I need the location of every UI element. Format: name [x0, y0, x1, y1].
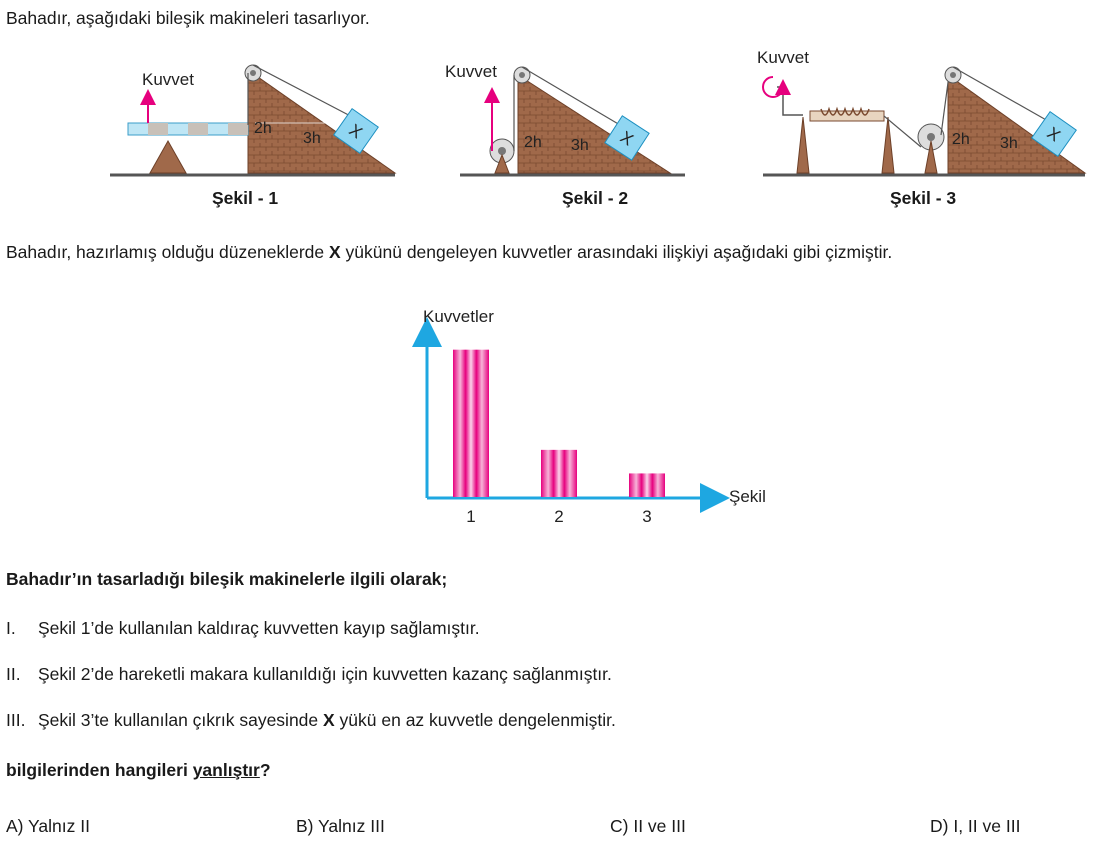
- figure-2-force-label: Kuvvet: [445, 62, 497, 81]
- question-head: Bahadır’ın tasarladığı bileşik makineler…: [6, 569, 448, 589]
- question-tail-pre: bilgilerinden hangileri: [6, 760, 193, 780]
- option-b[interactable]: B) Yalnız III: [296, 816, 385, 837]
- option-d-text: I, II ve III: [953, 816, 1021, 836]
- option-c-label: C): [610, 816, 629, 836]
- figure-2-h2-label: 3h: [571, 137, 589, 154]
- statement-1-text: Şekil 1’de kullanılan kaldıraç kuvvetten…: [38, 618, 480, 638]
- question-tail-post: ?: [259, 760, 271, 780]
- figure-1-lever-incline: Kuvvet X 2h 3h: [110, 64, 397, 177]
- chart-tick-label-3: 3: [642, 507, 651, 526]
- figure-1-h2-label: 3h: [303, 130, 321, 147]
- question-tail-underlined: yanlıştır: [192, 760, 260, 780]
- option-a-label: A): [6, 816, 24, 836]
- relation-text: Bahadır, hazırlamış olduğu düzeneklerde …: [6, 242, 892, 263]
- chart-bar-1: [453, 349, 489, 497]
- figure-3-h1-label: 2h: [952, 131, 970, 148]
- option-d[interactable]: D) I, II ve III: [930, 816, 1020, 837]
- statement-1-num: I.: [6, 618, 16, 638]
- chart-tick-label-2: 2: [554, 507, 563, 526]
- figure-2-caption: Şekil - 2: [562, 188, 629, 208]
- option-d-label: D): [930, 816, 949, 836]
- figure-1-force-label: Kuvvet: [142, 70, 194, 89]
- statement-2-num: II.: [6, 664, 21, 684]
- question-tail: bilgilerinden hangileri yanlıştır?: [6, 760, 271, 781]
- statement-3-pre: Şekil 3’te kullanılan çıkrık sayesinde: [38, 710, 323, 730]
- option-a[interactable]: A) Yalnız II: [6, 816, 90, 837]
- statement-3-num: III.: [6, 710, 26, 730]
- chart-bar-3: [629, 473, 665, 497]
- figure-2-pulley-incline: Kuvvet X 2h 3h: [445, 62, 685, 177]
- statement-2-text: Şekil 2’de hareketli makara kullanıldığı…: [38, 664, 612, 684]
- figure-1-caption: Şekil - 1: [212, 188, 279, 208]
- statement-1: I. Şekil 1’de kullanılan kaldıraç kuvvett…: [6, 618, 480, 639]
- option-c-text: II ve III: [633, 816, 686, 836]
- figure-3-winch-incline: Kuvvet X 2h 3h: [757, 48, 1087, 177]
- figure-2-h1-label: 2h: [524, 134, 542, 151]
- option-a-text: Yalnız II: [28, 816, 90, 836]
- figure-1-h1-label: 2h: [254, 120, 272, 137]
- statement-3-post: yükü en az kuvvetle dengelenmiştir.: [334, 710, 616, 730]
- figure-3-h2-label: 3h: [1000, 135, 1018, 152]
- relation-text-load: X: [328, 242, 341, 262]
- chart-bar-2: [541, 449, 577, 497]
- chart-tick-label-1: 1: [466, 507, 475, 526]
- statement-2: II. Şekil 2’de hareketli makara kullanıld…: [6, 664, 612, 685]
- relation-text-post: yükünü dengeleyen kuvvetler arasındaki i…: [340, 242, 893, 262]
- option-b-text: Yalnız III: [318, 816, 385, 836]
- statement-3: III. Şekil 3’te kullanılan çıkrık sayesin…: [6, 710, 616, 731]
- chart-x-label: Şekil: [729, 487, 766, 506]
- chart-y-label: Kuvvetler: [423, 307, 494, 326]
- relation-text-pre: Bahadır, hazırlamış olduğu düzeneklerde: [6, 242, 329, 262]
- intro-text: Bahadır, aşağıdaki bileşik makineleri ta…: [6, 8, 370, 28]
- figure-3-caption: Şekil - 3: [890, 188, 957, 208]
- figure-3-force-label: Kuvvet: [757, 48, 809, 67]
- option-b-label: B): [296, 816, 314, 836]
- option-c[interactable]: C) II ve III: [610, 816, 686, 837]
- force-bar-chart: Kuvvetler Şekil 1 2 3: [412, 307, 766, 526]
- statement-3-load: X: [323, 710, 335, 730]
